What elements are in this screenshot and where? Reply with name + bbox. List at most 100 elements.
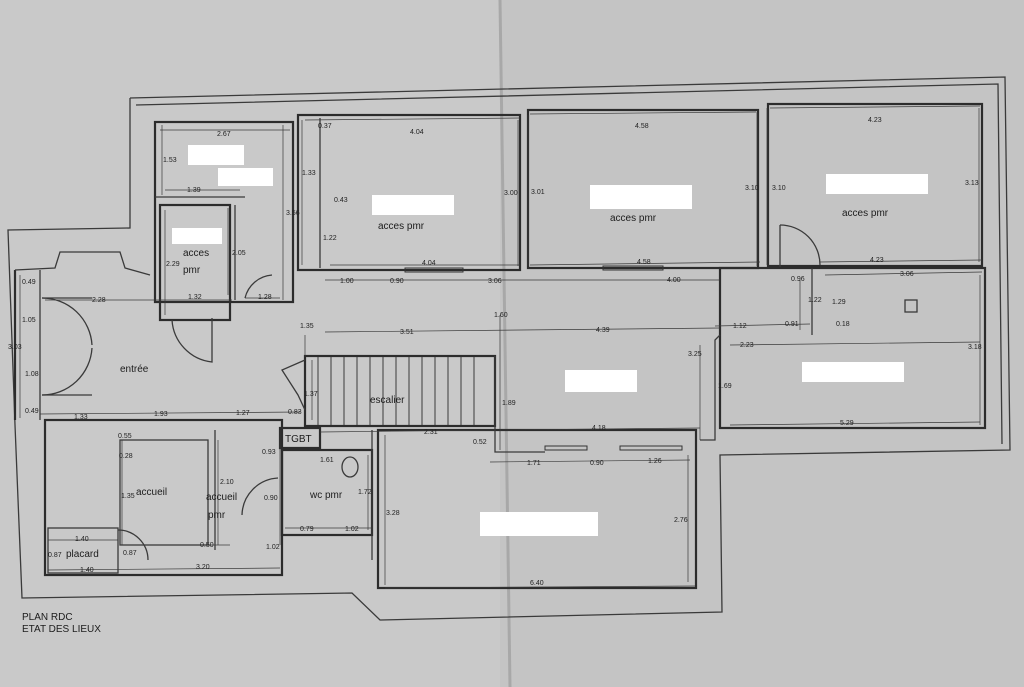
outer-outline-inner <box>135 83 1003 445</box>
dimension-label: 3.01 <box>531 189 545 196</box>
dimension-label: 1.61 <box>320 457 334 464</box>
room-accueil <box>119 439 209 546</box>
dimension-label: 1.89 <box>502 400 516 407</box>
dimension-label: 2.67 <box>217 131 231 138</box>
dimension-label: 6.40 <box>530 580 544 587</box>
dimension-label: 1.27 <box>236 410 250 417</box>
door-swing <box>41 297 93 346</box>
room-office-3 <box>766 102 984 268</box>
dimension-label: 1.72 <box>358 489 372 496</box>
dimension-label: 3.06 <box>488 278 502 285</box>
dimension-label: 2.10 <box>220 479 234 486</box>
dimension-label: 3.56 <box>286 210 300 217</box>
dimension-label: 0.87 <box>48 552 62 559</box>
room-label-acces-pmr-top1: acces pmr <box>378 221 425 232</box>
dimension-label: 1.40 <box>75 536 89 543</box>
column <box>904 299 918 313</box>
dimension-label: 4.23 <box>868 117 882 124</box>
door-swing <box>41 347 93 396</box>
dimension-label: 1.08 <box>25 371 39 378</box>
wall-segment <box>700 334 721 441</box>
dimension-label: 0.79 <box>300 526 314 533</box>
dimension-label: 3.00 <box>504 190 518 197</box>
dimension-label: 0.90 <box>390 278 404 285</box>
dimension-label: 3.10 <box>772 185 786 192</box>
dimension-label: 3.06 <box>900 271 914 278</box>
room-acces-pmr-small <box>158 203 232 322</box>
window <box>602 265 664 271</box>
dimension-label: 1.28 <box>258 294 272 301</box>
room-placard <box>47 527 119 574</box>
room-office-1 <box>296 113 522 272</box>
wall-entrance-top <box>14 251 151 276</box>
redactions <box>172 145 928 536</box>
dimension-label: 1.05 <box>22 317 36 324</box>
dimension-label: 3.20 <box>196 564 210 571</box>
dimension-label: 4.58 <box>637 259 651 266</box>
dimension-label: 4.04 <box>410 129 424 136</box>
dimension-label: 1.93 <box>154 411 168 418</box>
dimension-lines <box>19 105 983 589</box>
dimension-label: 1.37 <box>304 391 318 398</box>
dimension-label: 2.29 <box>166 261 180 268</box>
dimension-label: 1.40 <box>80 567 94 574</box>
door-swing <box>241 477 279 516</box>
dimension-label: 0.90 <box>590 460 604 467</box>
dimension-label: 1.33 <box>302 170 316 177</box>
wall-segment <box>494 356 545 453</box>
dimension-label: 1.22 <box>808 297 822 304</box>
dimension-label: 0.28 <box>119 453 133 460</box>
dimension-label: 0.96 <box>791 276 805 283</box>
room-label-acces-pmr-top3: acces pmr <box>842 208 889 219</box>
outer-outline <box>7 76 1011 621</box>
dimension-label: 0.50 <box>200 542 214 549</box>
dimension-label: 3.13 <box>965 180 979 187</box>
dimension-label: 2.05 <box>232 250 246 257</box>
dimension-label: 0.83 <box>288 409 302 416</box>
dimension-label: 0.93 <box>262 449 276 456</box>
dimension-label: 4.00 <box>667 277 681 284</box>
dimension-label: 0.43 <box>334 197 348 204</box>
dimension-label: 2.28 <box>92 297 106 304</box>
room-label-wc-pmr: wc pmr <box>309 490 343 501</box>
dimension-label: 1.32 <box>188 294 202 301</box>
room-top-left-block <box>153 120 295 304</box>
dimension-label: 1.12 <box>733 323 747 330</box>
dimension-label: 0.18 <box>836 321 850 328</box>
dimension-label: 5.29 <box>840 420 854 427</box>
dimension-label: 1.71 <box>527 460 541 467</box>
dimension-label: 0.49 <box>25 408 39 415</box>
dimension-label: 1.00 <box>340 278 354 285</box>
dimension-label: 0.87 <box>123 550 137 557</box>
dimension-label: 4.58 <box>635 123 649 130</box>
plan-title-line2: ETAT DES LIEUX <box>22 624 101 635</box>
room-label-placard: placard <box>66 549 99 560</box>
dimension-label: 3.10 <box>745 185 759 192</box>
paper-left-half <box>0 0 500 687</box>
dimension-label: 0.90 <box>264 495 278 502</box>
dimension-label: 1.69 <box>718 383 732 390</box>
room-right <box>718 266 987 430</box>
dimension-label: 0.55 <box>118 433 132 440</box>
dimension-label: 0.52 <box>473 439 487 446</box>
dimension-label: 1.02 <box>345 526 359 533</box>
dimension-label: 3.28 <box>386 510 400 517</box>
dimension-label: 4.04 <box>422 260 436 267</box>
dimension-label: 3.25 <box>688 351 702 358</box>
stair-treads <box>317 356 475 426</box>
dimension-label: 2.31 <box>424 429 438 436</box>
stair-landing <box>281 359 306 411</box>
window <box>544 445 588 451</box>
dimension-label: 1.33 <box>74 414 88 421</box>
room-label-accueil: accueil <box>136 487 167 498</box>
room-label-escalier: escalier <box>370 395 405 406</box>
dimension-label: 3.51 <box>400 329 414 336</box>
door-swing <box>171 318 213 363</box>
room-label-tgbt: TGBT <box>285 434 312 445</box>
dimension-label: 1.02 <box>266 544 280 551</box>
dimension-label: 4.39 <box>596 327 610 334</box>
room-label-entree: entrée <box>120 364 149 375</box>
